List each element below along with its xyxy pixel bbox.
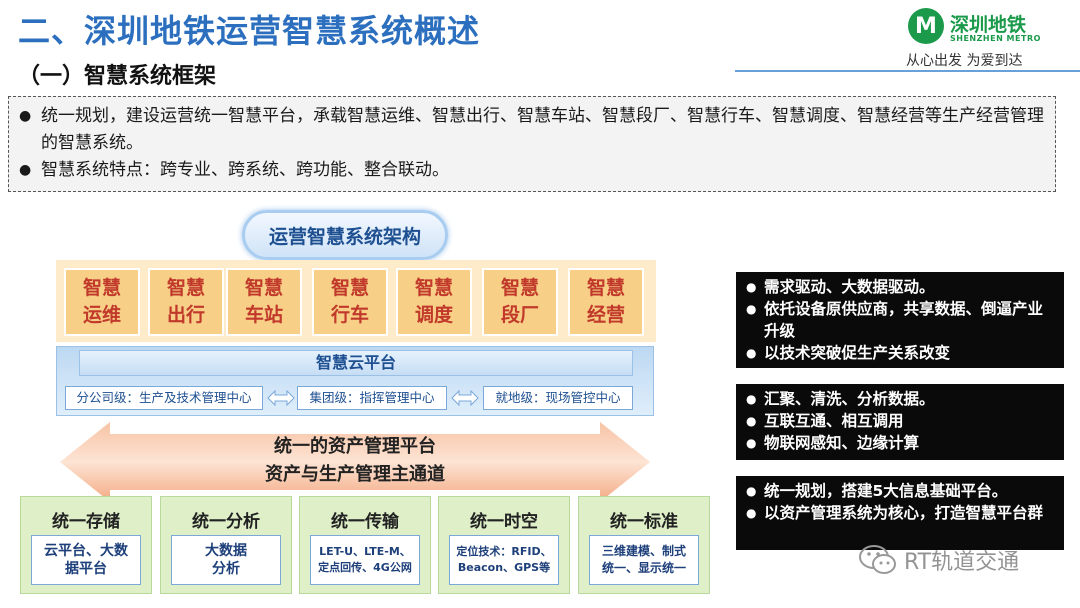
header-divider xyxy=(735,70,1080,72)
panel-item: ● 需求驱动、大数据驱动。 xyxy=(746,276,1056,298)
asset-channel-arrow xyxy=(60,422,650,502)
bottom-title: 统一分析 xyxy=(192,512,260,532)
logo-english-name: SHENZHEN METRO xyxy=(950,34,1041,43)
watermark-text: RT轨道交通 xyxy=(904,550,1020,575)
double-arrow-icon xyxy=(267,389,295,407)
module-smart-station: 智慧 车站 xyxy=(226,268,302,336)
panel-item: ● 互联互通、相互调用 xyxy=(746,410,1056,432)
module-smart-dispatch: 智慧 调度 xyxy=(396,268,472,336)
bullet-dot-icon: ● xyxy=(19,108,32,124)
wechat-icon xyxy=(859,545,896,574)
module-smart-travel: 智慧 出行 xyxy=(148,268,224,336)
bottom-title: 统一标准 xyxy=(610,512,678,532)
metro-logo-icon: M xyxy=(908,8,944,44)
module-row: 智慧 运维 智慧 出行 智慧 车站 智慧 行车 智慧 调度 智慧 段厂 智慧 经… xyxy=(56,260,656,342)
panel-item-text: 汇聚、清洗、分析数据。 xyxy=(764,390,935,408)
intro-box: ● 统一规划，建设运营统一智慧平台，承载智慧运维、智慧出行、智慧车站、智慧段厂、… xyxy=(8,96,1056,192)
intro-text: 统一规划，建设运营统一智慧平台，承载智慧运维、智慧出行、智慧车站、智慧段厂、智慧… xyxy=(41,106,1044,153)
architecture-title: 运营智慧系统架构 xyxy=(242,210,448,260)
logo-name: 深圳地铁 xyxy=(950,14,1027,36)
feature-panel-1: ● 需求驱动、大数据驱动。 ● 依托设备原供应商，共享数据、倒逼产业升级 ● 以技术突… xyxy=(736,272,1064,368)
panel-item-text: 需求驱动、大数据驱动。 xyxy=(764,278,935,296)
panel-item: ● 以资产管理系统为核心，打造智慧平台群 xyxy=(746,502,1056,524)
panel-item: ● 汇聚、清洗、分析数据。 xyxy=(746,388,1056,410)
intro-text: 智慧系统特点：跨专业、跨系统、跨功能、整合联动。 xyxy=(41,160,449,180)
level-local: 就地级：现场管控中心 xyxy=(483,386,633,410)
feature-panel-2: ● 汇聚、清洗、分析数据。 ● 互联互通、相互调用 ● 物联网感知、边缘计算 xyxy=(736,384,1064,460)
section-subtitle: （一）智慧系统框架 xyxy=(18,64,217,89)
bottom-detail: 定位技术：RFID、 Beacon、GPS等 xyxy=(449,535,559,585)
module-smart-business: 智慧 经营 xyxy=(568,268,644,336)
module-smart-operation: 智慧 行车 xyxy=(312,268,388,336)
panel-item: ● 统一规划，搭建5大信息基础平台。 xyxy=(746,480,1056,502)
bottom-unified-transmission: 统一传输 LET-U、LTE-M、 定点回传、4G公网 xyxy=(299,496,431,594)
bullet-dot-icon: ● xyxy=(746,302,757,316)
bullet-dot-icon: ● xyxy=(746,280,757,294)
bottom-detail: 大数据 分析 xyxy=(171,535,281,585)
panel-item-text: 物联网感知、边缘计算 xyxy=(764,434,920,452)
bottom-detail: 云平台、大数 据平台 xyxy=(31,535,141,585)
bullet-dot-icon: ● xyxy=(746,414,757,428)
asset-channel-label: 资产与生产管理主通道 xyxy=(265,464,445,485)
feature-panel-3: ● 统一规划，搭建5大信息基础平台。 ● 以资产管理系统为核心，打造智慧平台群 xyxy=(736,476,1064,550)
bottom-unified-analysis: 统一分析 大数据 分析 xyxy=(160,496,292,594)
cloud-platform: 智慧云平台 分公司级：生产及技术管理中心 集团级：指挥管理中心 就地级：现场管控… xyxy=(56,346,654,416)
panel-item-text: 互联互通、相互调用 xyxy=(764,412,904,430)
bullet-dot-icon: ● xyxy=(19,162,32,178)
panel-item-text: 以技术突破促生产关系改变 xyxy=(764,344,951,362)
slogan: 从心出发 为爱到达 xyxy=(906,53,1023,69)
intro-bullet: ● 智慧系统特点：跨专业、跨系统、跨功能、整合联动。 xyxy=(19,157,1045,184)
intro-bullet: ● 统一规划，建设运营统一智慧平台，承载智慧运维、智慧出行、智慧车站、智慧段厂、… xyxy=(19,103,1045,157)
asset-platform-label: 统一的资产管理平台 xyxy=(274,436,436,457)
bullet-dot-icon: ● xyxy=(746,392,757,406)
bullet-dot-icon: ● xyxy=(746,484,757,498)
page-title: 二、深圳地铁运营智慧系统概述 xyxy=(18,12,481,50)
panel-item-text: 以资产管理系统为核心，打造智慧平台群 xyxy=(764,504,1044,522)
panel-item-text: 统一规划，搭建5大信息基础平台。 xyxy=(764,482,1008,500)
double-arrow-icon xyxy=(451,389,479,407)
bottom-title: 统一时空 xyxy=(470,512,538,532)
panel-item: ● 物联网感知、边缘计算 xyxy=(746,432,1056,454)
module-smart-depot: 智慧 段厂 xyxy=(482,268,558,336)
bullet-dot-icon: ● xyxy=(746,506,757,520)
bottom-title: 统一传输 xyxy=(331,512,399,532)
level-branch-company: 分公司级：生产及技术管理中心 xyxy=(65,386,263,410)
shenzhen-metro-logo: M 深圳地铁 SHENZHEN METRO xyxy=(906,6,1076,70)
bottom-unified-storage: 统一存储 云平台、大数 据平台 xyxy=(20,496,152,594)
bottom-unified-spacetime: 统一时空 定位技术：RFID、 Beacon、GPS等 xyxy=(438,496,570,594)
module-smart-maintenance: 智慧 运维 xyxy=(64,268,140,336)
panel-item: ● 依托设备原供应商，共享数据、倒逼产业升级 xyxy=(746,298,1056,342)
panel-item: ● 以技术突破促生产关系改变 xyxy=(746,342,1056,364)
level-group: 集团级：指挥管理中心 xyxy=(297,386,447,410)
bottom-unified-standard: 统一标准 三维建模、制式 统一、显示统一 xyxy=(578,496,710,594)
bottom-detail: 三维建模、制式 统一、显示统一 xyxy=(589,535,699,585)
bullet-dot-icon: ● xyxy=(746,436,757,450)
bottom-title: 统一存储 xyxy=(52,512,120,532)
bottom-detail: LET-U、LTE-M、 定点回传、4G公网 xyxy=(310,535,420,585)
watermark: RT轨道交通 xyxy=(858,543,1019,577)
cloud-platform-title: 智慧云平台 xyxy=(79,350,633,376)
bullet-dot-icon: ● xyxy=(746,346,757,360)
panel-item-text: 依托设备原供应商，共享数据、倒逼产业升级 xyxy=(764,300,1044,340)
